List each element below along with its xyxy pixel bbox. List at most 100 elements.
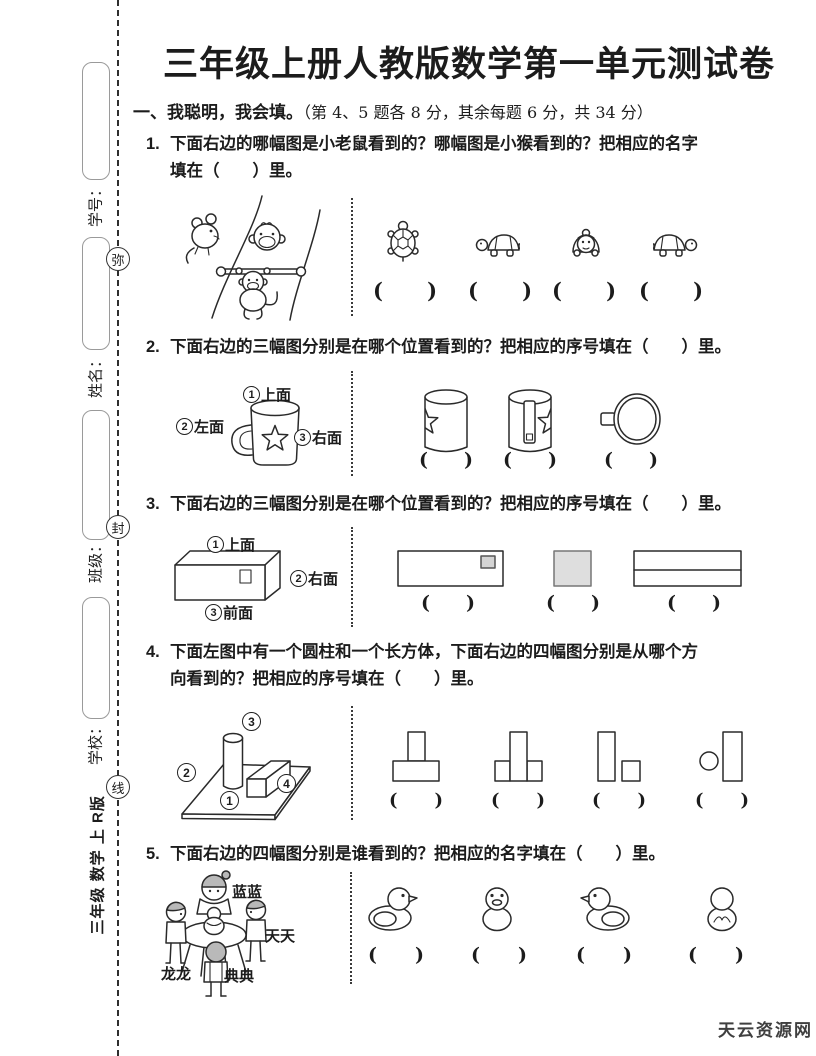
name-label: 姓名： [87,353,105,399]
student-id-box [82,62,110,180]
handle-stub [600,412,616,426]
question-1-line2: 填在（ ）里。 [170,162,302,180]
q1-divider [351,198,353,316]
question-2-number: 2. [146,338,160,356]
question-1-text: 1. 下面右边的哪幅图是小老鼠看到的？哪幅图是小猴看到的？把相应的名字 填在（ … [146,131,815,185]
q4-view-1-icon [392,731,440,782]
boy-bottom-figure [203,941,229,997]
class-label: 班级： [87,538,105,584]
q4-answer-blank-3: () [592,790,646,811]
hanging-monkey-icon [235,267,278,320]
section-heading-text: 一、我聪明，我会填。 [133,103,303,122]
q3-divider [351,527,353,627]
q1-answer-blank-4: () [639,278,703,303]
question-3-line1: 下面右边的三幅图分别是在哪个位置看到的？把相应的序号填在（ ）里。 [170,495,731,513]
seal-char-mi: 弥 [106,247,130,271]
section-heading: 一、我聪明，我会填。（第 4、5 题各 8 分，其余每题 6 分，共 34 分） [133,98,653,123]
q3-answer-blank-3: () [667,592,721,614]
class-box [82,410,110,540]
edition-label: 三年级 数学 上 R版 [89,795,107,935]
q2-view-top-icon [600,393,661,445]
student-id-label: 学号： [87,182,105,228]
question-4-line2: 向看到的？把相应的序号填在（ ）里。 [170,670,484,688]
boy-right-figure [245,899,267,962]
q2-view-left-side-icon [508,389,552,453]
name-label-tiantian: 天天 [265,928,296,945]
question-5-text: 5. 下面右边的四幅图分别是谁看到的？把相应的名字填在（ ）里。 [146,841,815,868]
duck-on-table [203,906,225,936]
cylinder-shape [222,732,244,790]
q3-answer-blank-1: () [421,592,475,614]
q5-answer-blank-1: () [368,944,424,966]
q2-answer-blank-1: () [419,449,473,471]
handle-edge [523,400,536,444]
q5-answer-blank-4: () [688,944,744,966]
q2-view-right-side-icon [424,389,468,453]
watermark: 天云资源网 [718,1021,813,1040]
section-score-note: （第 4、5 题各 8 分，其余每题 6 分，共 34 分） [303,103,653,122]
name-label-lanlan: 蓝蓝 [232,884,263,901]
page-title: 三年级上册人教版数学第一单元测试卷 [162,45,775,84]
turtle-side-right-icon [653,234,698,257]
pole-right [289,209,321,321]
q4-answer-blank-1: () [389,790,443,811]
boy-left-figure [165,901,187,964]
q4-divider [351,706,353,820]
question-2-text: 2. 下面右边的三幅图分别是在哪个位置看到的？把相应的序号填在（ ）里。 [146,334,815,361]
question-1-line1: 下面右边的哪幅图是小老鼠看到的？哪幅图是小猴看到的？把相应的名字 [170,135,698,153]
duck-side-left-icon [580,887,630,931]
monkey-face-icon [248,222,286,251]
school-box [82,597,110,719]
question-3-text: 3. 下面右边的三幅图分别是在哪个位置看到的？把相应的序号填在（ ）里。 [146,491,815,518]
girl-figure [196,870,232,915]
q4-marker-front: 1 [220,791,239,810]
q4-view-4-icon [699,731,743,782]
name-label-longlong: 龙龙 [161,966,192,983]
q4-platform-scene [181,732,311,821]
q2-divider [351,371,353,476]
school-label: 学校： [87,720,105,766]
question-4-number: 4. [146,643,160,661]
question-2-line1: 下面右边的三幅图分别是在哪个位置看到的？把相应的序号填在（ ）里。 [170,338,731,356]
q4-marker-top: 3 [242,712,261,731]
q1-answer-blank-2: () [468,278,532,303]
turtle-top-view-icon [387,220,419,262]
question-4-line1: 下面左图中有一个圆柱和一个长方体，下面右边的四幅图分别是从哪个方 [170,643,698,661]
question-3-number: 3. [146,495,160,513]
mouse-icon [185,213,220,264]
question-1-number: 1. [146,135,160,153]
q4-view-3-icon [597,731,641,782]
q4-answer-blank-4: () [695,790,749,811]
q2-answer-blank-2: () [503,449,557,471]
q4-answer-blank-2: () [491,790,545,811]
seal-char-xian: 线 [106,775,130,799]
q4-marker-left: 2 [177,763,196,782]
q1-answer-blank-1: () [373,278,437,303]
duck-front-icon [482,887,512,932]
q3-cuboid-icon [174,550,281,601]
q5-divider [350,872,352,984]
question-4-text: 4. 下面左图中有一个圆柱和一个长方体，下面右边的四幅图分别是从哪个方 向看到的… [146,639,815,693]
question-5-line1: 下面右边的四幅图分别是谁看到的？把相应的名字填在（ ）里。 [170,845,665,863]
duck-back-icon [707,887,737,932]
name-box [82,237,110,350]
question-5-number: 5. [146,845,160,863]
turtle-side-left-icon [475,234,520,257]
q5-table-scene [165,870,267,997]
seal-char-feng: 封 [106,515,130,539]
q3-view-top-icon [397,550,504,587]
q5-answer-blank-2: () [471,944,527,966]
q4-marker-right: 4 [277,774,296,793]
name-label-diandian: 典典 [224,968,255,985]
q3-answer-blank-2: () [546,592,600,614]
duck-side-right-icon [368,887,418,931]
q1-climbing-scene [185,195,321,321]
pole-left [211,195,263,319]
